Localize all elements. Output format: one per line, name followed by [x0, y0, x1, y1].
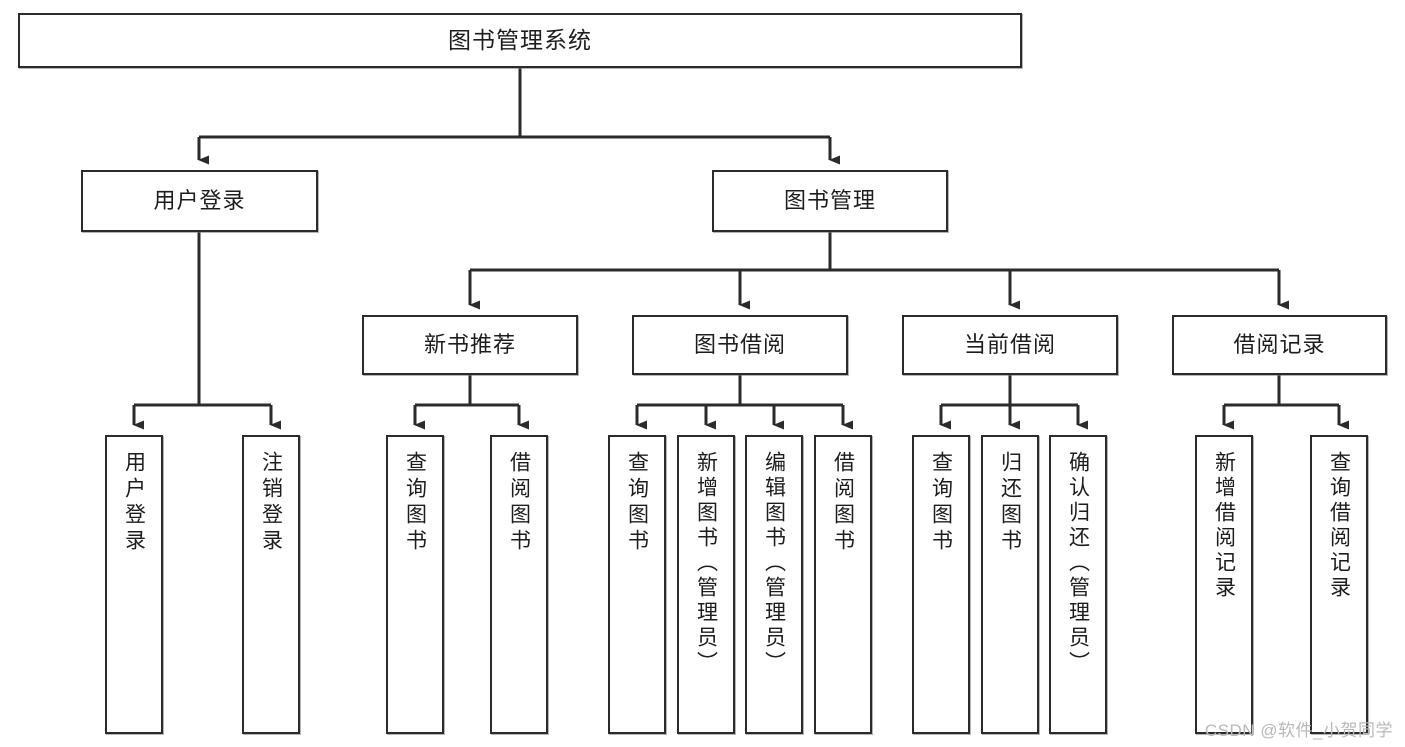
node-label: 新增借阅记录	[1212, 451, 1236, 601]
leaf-query-book-current[interactable]: 查询图书	[912, 435, 970, 734]
node-label: 借阅记录	[1233, 332, 1326, 358]
connector-root-to-level2	[197, 68, 840, 165]
node-label: 用户登录	[122, 451, 146, 555]
node-label: 查询图书	[625, 451, 649, 555]
node-book-borrow[interactable]: 图书借阅	[632, 315, 848, 375]
leaf-borrow-book-recommend[interactable]: 借阅图书	[490, 435, 548, 734]
node-book-management[interactable]: 图书管理	[712, 170, 948, 232]
connector-borrowrecord-to-leaves	[1222, 375, 1349, 430]
node-root-book-management-system[interactable]: 图书管理系统	[18, 13, 1022, 68]
leaf-logout[interactable]: 注销登录	[242, 435, 300, 734]
leaf-query-book-recommend[interactable]: 查询图书	[386, 435, 444, 734]
node-label: 新增图书（管理员）	[694, 451, 718, 676]
node-label: 图书借阅	[693, 332, 786, 358]
node-label: 当前借阅	[963, 332, 1056, 358]
leaf-borrow-book[interactable]: 借阅图书	[814, 435, 872, 734]
node-label: 借阅图书	[507, 451, 531, 555]
leaf-add-book-admin[interactable]: 新增图书（管理员）	[677, 435, 735, 734]
node-label: 注销登录	[259, 451, 283, 555]
node-label: 新书推荐	[423, 332, 516, 358]
node-borrow-record[interactable]: 借阅记录	[1172, 315, 1387, 375]
node-label: 查询图书	[929, 451, 953, 555]
node-label: 确认归还（管理员）	[1066, 451, 1090, 676]
leaf-edit-book-admin[interactable]: 编辑图书（管理员）	[745, 435, 803, 734]
watermark: CSDN @软件_小贺同学	[1204, 721, 1393, 740]
leaf-return-book[interactable]: 归还图书	[981, 435, 1039, 734]
leaf-user-login[interactable]: 用户登录	[105, 435, 163, 734]
node-label: 借阅图书	[831, 451, 855, 555]
node-label: 图书管理	[783, 188, 876, 214]
node-label: 图书管理系统	[448, 27, 592, 54]
connector-booksmgmt-to-level3	[468, 232, 1289, 310]
connector-bookborrow-to-leaves	[635, 375, 853, 430]
leaf-query-borrow-record[interactable]: 查询借阅记录	[1310, 435, 1368, 734]
leaf-query-book-borrow[interactable]: 查询图书	[608, 435, 666, 734]
node-label: 查询图书	[403, 451, 427, 555]
node-current-borrow[interactable]: 当前借阅	[902, 315, 1118, 375]
node-new-book-recommend[interactable]: 新书推荐	[362, 315, 578, 375]
node-label: 查询借阅记录	[1327, 451, 1351, 601]
node-label: 用户登录	[153, 188, 246, 214]
leaf-confirm-return-admin[interactable]: 确认归还（管理员）	[1049, 435, 1107, 734]
leaf-add-borrow-record[interactable]: 新增借阅记录	[1195, 435, 1253, 734]
connector-newbook-to-leaves	[413, 375, 529, 430]
node-label: 编辑图书（管理员）	[762, 451, 786, 676]
connector-currentborrow-to-leaves	[939, 375, 1088, 430]
node-user-login[interactable]: 用户登录	[81, 170, 318, 232]
node-label: 归还图书	[998, 451, 1022, 555]
connector-userlogin-to-leaves	[132, 232, 281, 430]
